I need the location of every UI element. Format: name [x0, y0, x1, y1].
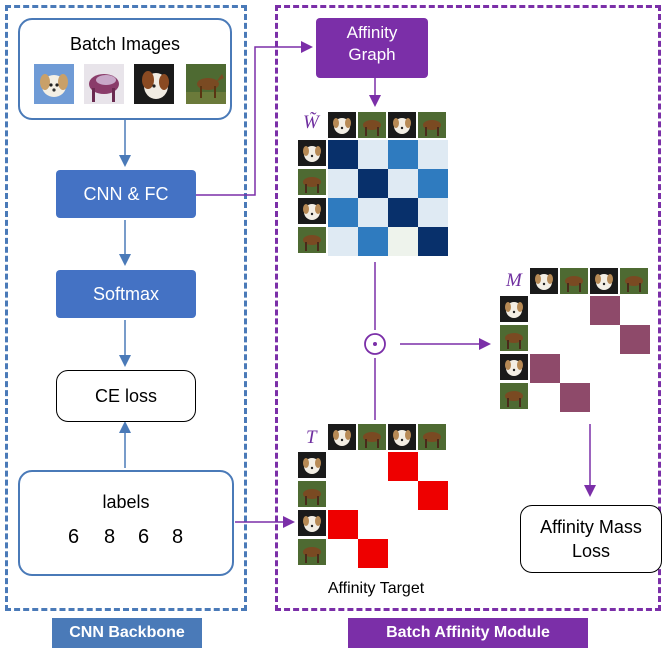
softmax-block: Softmax	[56, 270, 196, 318]
batch-affinity-title: Batch Affinity Module	[348, 618, 588, 648]
label-value-4: 8	[172, 526, 184, 548]
t-row-thumb-4	[298, 539, 326, 565]
w-tilde-symbol: W̃	[303, 112, 319, 133]
w-cell-1-1	[328, 140, 358, 169]
label-value-3: 6	[138, 526, 150, 548]
t-cell-2-4	[418, 481, 448, 510]
w-row-thumb-3	[298, 198, 326, 224]
w-cell-1-3	[388, 140, 418, 169]
w-cell-3-4	[418, 198, 448, 227]
t-col-thumb-3	[388, 424, 416, 450]
m-col-thumb-4	[620, 268, 648, 294]
label-value-1: 6	[68, 526, 80, 548]
affinity-mass-loss-line2: Loss	[571, 541, 611, 561]
m-cell-1-3	[590, 296, 620, 325]
affinity-mass-loss-block: Affinity Mass Loss	[520, 505, 662, 573]
m-cell-4-2	[560, 383, 590, 412]
cnn-fc-block: CNN & FC	[56, 170, 196, 218]
batch-image-dog-1	[34, 64, 74, 104]
affinity-graph-line2: Graph	[348, 45, 396, 64]
t-col-thumb-1	[328, 424, 356, 450]
w-row-thumb-2	[298, 169, 326, 195]
t-symbol: T	[306, 427, 317, 448]
t-cell-1-3	[388, 452, 418, 481]
m-col-thumb-3	[590, 268, 618, 294]
w-cell-3-3	[388, 198, 418, 227]
batch-image-horse-2	[186, 64, 226, 104]
ce-loss-block: CE loss	[56, 370, 196, 422]
m-col-thumb-2	[560, 268, 588, 294]
w-cell-3-1	[328, 198, 358, 227]
t-cell-4-2	[358, 539, 388, 568]
m-symbol: M	[506, 270, 522, 291]
t-row-thumb-3	[298, 510, 326, 536]
m-row-thumb-2	[500, 325, 528, 351]
affinity-target-caption: Affinity Target	[327, 580, 425, 597]
batch-images-label: Batch Images	[69, 34, 181, 54]
m-cell-3-1	[530, 354, 560, 383]
w-cell-1-4	[418, 140, 448, 169]
batch-image-dog-2	[134, 64, 174, 104]
batch-affinity-frame	[275, 5, 661, 611]
w-row-thumb-4	[298, 227, 326, 253]
w-cell-1-2	[358, 140, 388, 169]
labels-title: labels	[102, 492, 150, 512]
w-col-thumb-2	[358, 112, 386, 138]
m-row-thumb-3	[500, 354, 528, 380]
w-cell-2-2	[358, 169, 388, 198]
w-cell-4-3	[388, 227, 418, 256]
cnn-backbone-frame	[5, 5, 247, 611]
w-row-thumb-1	[298, 140, 326, 166]
t-row-thumb-1	[298, 452, 326, 478]
w-col-thumb-1	[328, 112, 356, 138]
affinity-mass-loss-line1: Affinity Mass	[540, 517, 642, 537]
w-cell-2-4	[418, 169, 448, 198]
w-cell-3-2	[358, 198, 388, 227]
label-value-2: 8	[104, 526, 116, 548]
t-cell-3-1	[328, 510, 358, 539]
t-col-thumb-4	[418, 424, 446, 450]
t-row-thumb-2	[298, 481, 326, 507]
m-cell-2-4	[620, 325, 650, 354]
w-col-thumb-4	[418, 112, 446, 138]
w-cell-4-1	[328, 227, 358, 256]
w-cell-2-1	[328, 169, 358, 198]
cnn-backbone-title: CNN Backbone	[52, 618, 202, 648]
m-col-thumb-1	[530, 268, 558, 294]
w-col-thumb-3	[388, 112, 416, 138]
t-col-thumb-2	[358, 424, 386, 450]
w-cell-2-3	[388, 169, 418, 198]
w-cell-4-4	[418, 227, 448, 256]
m-row-thumb-4	[500, 383, 528, 409]
w-cell-4-2	[358, 227, 388, 256]
m-row-thumb-1	[500, 296, 528, 322]
batch-image-horse-1	[84, 64, 124, 104]
affinity-graph-line1: Affinity	[346, 23, 398, 42]
affinity-graph-block: Affinity Graph	[316, 18, 428, 78]
labels-box: labels	[18, 470, 234, 576]
